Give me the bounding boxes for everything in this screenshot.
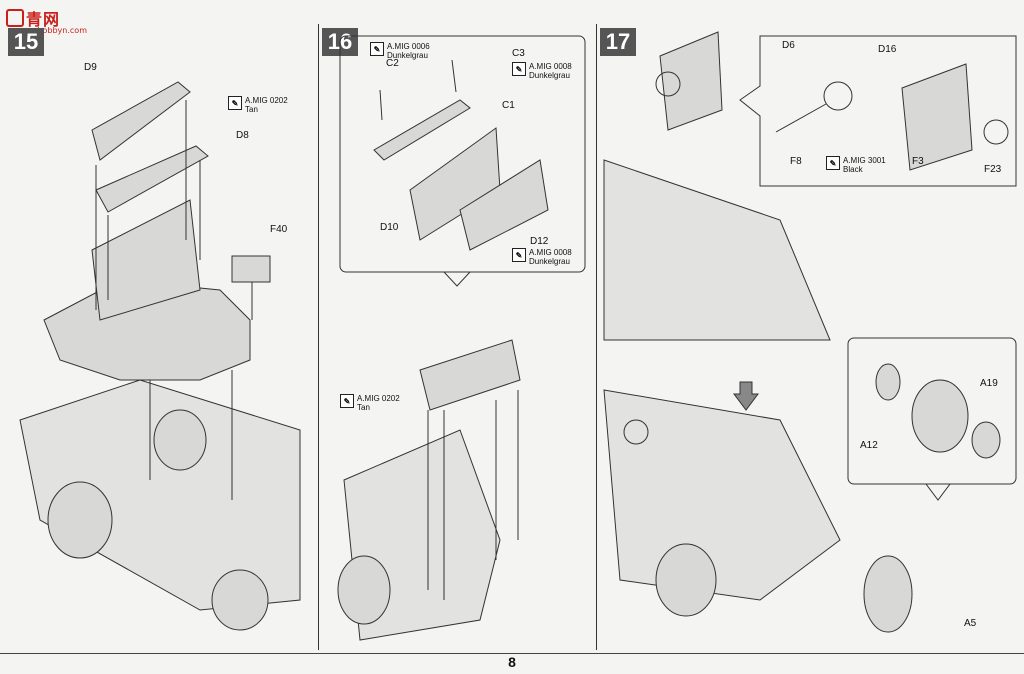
watermark: 青网 www.hobbyn.com <box>6 6 87 35</box>
paint-code: A.MIG 0008 <box>529 248 572 257</box>
step-number-17: 17 <box>600 28 636 56</box>
part-label-d12: D12 <box>530 236 549 247</box>
part-label-d16: D16 <box>878 44 897 55</box>
part-label-c1: C1 <box>502 100 515 111</box>
panel-divider <box>596 24 597 650</box>
paint-icon: ✎ <box>340 394 354 408</box>
part-label-a19: A19 <box>980 378 998 389</box>
paint-code: A.MIG 0202 <box>357 394 400 403</box>
part-label-c3: C3 <box>512 48 525 59</box>
part-label-d6: D6 <box>782 40 795 51</box>
panel-divider <box>318 24 319 650</box>
watermark-logo-icon <box>6 9 24 27</box>
paint-icon: ✎ <box>512 62 526 76</box>
page-number: 8 <box>508 654 516 670</box>
paint-icon: ✎ <box>370 42 384 56</box>
paint-icon: ✎ <box>512 248 526 262</box>
part-label-d9: D9 <box>84 62 97 73</box>
part-label-a5: A5 <box>964 618 977 629</box>
paint-name: Tan <box>245 105 258 114</box>
part-label-a12: A12 <box>860 440 878 451</box>
watermark-site: www.hobbyn.com <box>16 26 87 35</box>
part-label-f23: F23 <box>984 164 1002 175</box>
paint-icon: ✎ <box>228 96 242 110</box>
part-label-d8: D8 <box>236 130 249 141</box>
paint-name: Dunkelgrau <box>529 257 570 266</box>
part-label-f8: F8 <box>790 156 802 167</box>
part-label-d10: D10 <box>380 222 399 233</box>
paint-code: A.MIG 0202 <box>245 96 288 105</box>
part-label-f3: F3 <box>912 156 924 167</box>
part-label-f40: F40 <box>270 224 288 235</box>
part-label-c2: C2 <box>386 58 399 69</box>
step-number-15: 15 <box>8 28 44 56</box>
paint-name: Dunkelgrau <box>387 51 428 60</box>
footer-divider <box>0 653 1024 654</box>
paint-name: Black <box>843 165 863 174</box>
paint-name: Dunkelgrau <box>529 71 570 80</box>
paint-code: A.MIG 0008 <box>529 62 572 71</box>
paint-name: Tan <box>357 403 370 412</box>
watermark-text: 青网 <box>26 10 61 29</box>
paint-code: A.MIG 0006 <box>387 42 430 51</box>
paint-icon: ✎ <box>826 156 840 170</box>
paint-code: A.MIG 3001 <box>843 156 886 165</box>
